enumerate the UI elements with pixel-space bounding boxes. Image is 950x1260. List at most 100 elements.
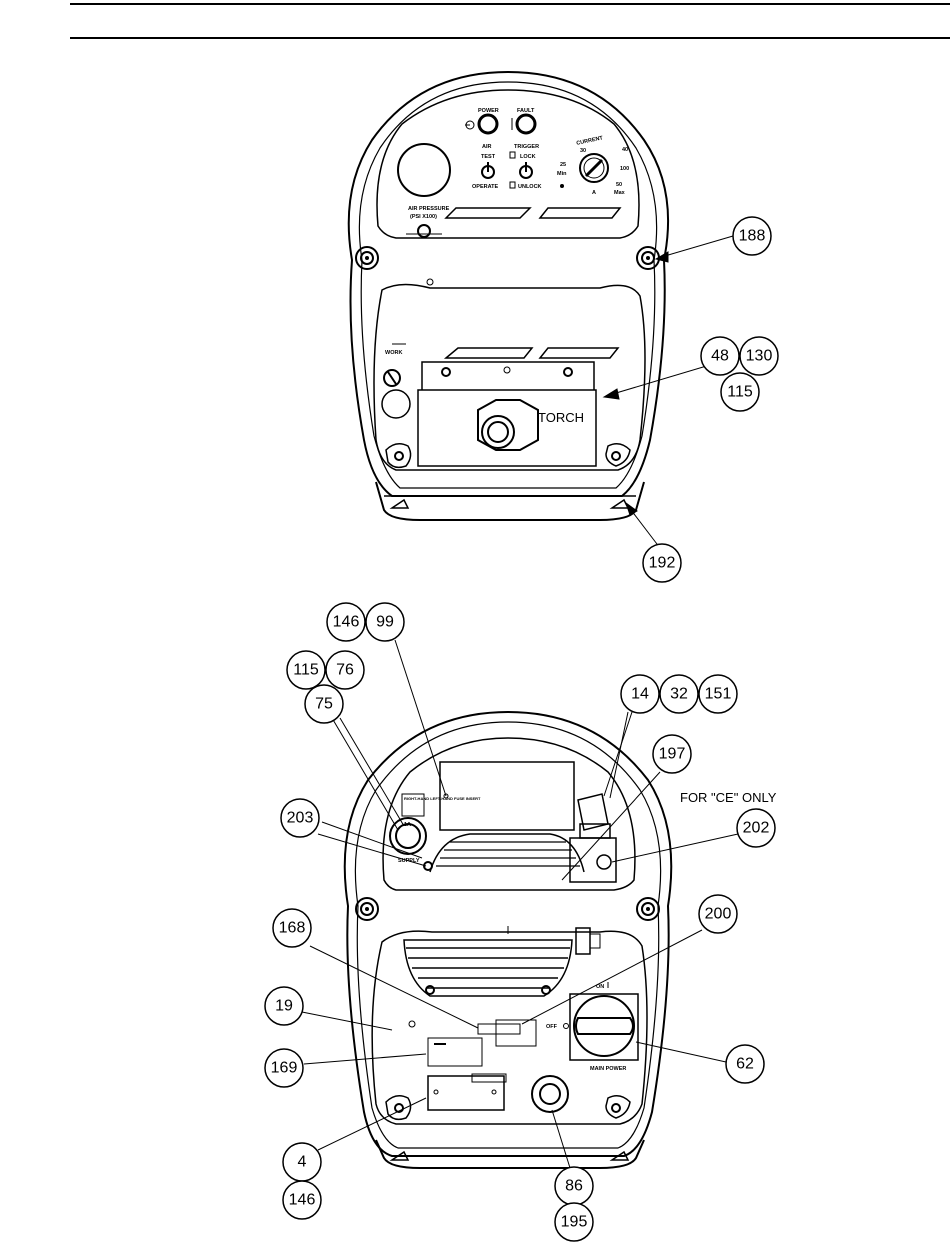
svg-text:4: 4	[298, 1154, 307, 1171]
callout-76: 76	[326, 651, 364, 689]
callout-115-rear: 115	[287, 651, 325, 689]
test-label: TEST	[481, 154, 496, 160]
callout-75: 75	[305, 685, 343, 723]
svg-text:99: 99	[376, 614, 394, 631]
dial-50-label: 50	[616, 182, 622, 188]
dial-40-label: 40	[622, 147, 628, 153]
callout-197: 197	[653, 735, 691, 773]
front-small-screw	[427, 279, 433, 285]
rear-label-169	[428, 1038, 482, 1066]
callout-203: 203	[281, 799, 319, 837]
rear-fan-slats	[406, 948, 570, 988]
svg-text:75: 75	[315, 696, 333, 713]
fan-grille-screw-right	[542, 986, 550, 994]
svg-text:86: 86	[565, 1178, 583, 1195]
dial-100-label: 100	[620, 166, 629, 172]
work-label: WORK	[385, 350, 402, 356]
front-right-foot	[612, 500, 628, 508]
ce-connector-base	[580, 824, 610, 838]
svg-text:130: 130	[746, 348, 773, 365]
callout-115-front: 115	[721, 373, 759, 411]
air-pressure-knob[interactable]	[418, 225, 430, 237]
front-lower-right-bolt	[606, 444, 630, 466]
rear-fuse-plate-rivet-left	[434, 1090, 438, 1094]
rear-view: RIGHT-HAND LEFT-HAND FUSE INSERT 1A SUPP…	[345, 712, 777, 1168]
psi-label: (PSI X100)	[410, 214, 437, 220]
dial-30-label: 30	[580, 148, 586, 154]
svg-text:62: 62	[736, 1056, 754, 1073]
rear-base	[376, 1140, 644, 1168]
svg-text:151: 151	[705, 686, 732, 703]
callout-19: 19	[265, 987, 303, 1025]
work-connector-slot	[388, 372, 396, 384]
rear-fan-slats-upper	[436, 842, 580, 866]
svg-text:32: 32	[670, 686, 688, 703]
fault-label: FAULT	[517, 108, 535, 114]
current-label: CURRENT	[576, 135, 604, 147]
front-right-mount-bolt	[637, 247, 659, 269]
svg-text:48: 48	[711, 348, 729, 365]
power-cord-strain-relief-inner	[540, 1084, 560, 1104]
fan-grille-screw-left	[426, 986, 434, 994]
unlock-label: UNLOCK	[518, 184, 542, 190]
svg-text:76: 76	[336, 662, 354, 679]
svg-text:115: 115	[293, 662, 319, 679]
callout-86: 86	[555, 1167, 593, 1205]
svg-text:192: 192	[649, 555, 676, 572]
front-lower-left-bolt	[386, 444, 411, 468]
power-label: POWER	[478, 108, 499, 114]
work-receptacle	[382, 390, 410, 418]
torch-bracket	[422, 362, 594, 392]
callout-200: 200	[699, 895, 737, 933]
off-mark	[564, 1024, 569, 1029]
ce-filter-housing	[570, 838, 616, 882]
callout-14: 14	[621, 675, 659, 713]
svg-text:146: 146	[289, 1192, 316, 1209]
svg-text:115: 115	[727, 384, 753, 401]
rear-label-168	[478, 1024, 520, 1034]
callout-202: 202	[737, 809, 775, 847]
air-pressure-gauge	[398, 144, 450, 196]
rear-right-mount-bolt	[637, 898, 659, 920]
callout-4: 4	[283, 1143, 321, 1181]
front-upper-vent-right	[540, 208, 620, 218]
svg-text:200: 200	[705, 906, 732, 923]
callout-192: 192	[643, 544, 681, 582]
unlock-icon	[510, 182, 515, 188]
callout-32: 32	[660, 675, 698, 713]
svg-text:19: 19	[275, 998, 293, 1015]
callout-48: 48	[701, 337, 739, 375]
callout-151: 151	[699, 675, 737, 713]
svg-text:203: 203	[287, 810, 314, 827]
torch-vent-right	[540, 348, 618, 358]
front-left-mount-bolt	[356, 247, 378, 269]
rear-upper-panel	[383, 738, 635, 890]
ce-note: FOR "CE" ONLY	[680, 790, 777, 805]
svg-text:168: 168	[279, 920, 306, 937]
rear-ground-screw	[409, 1021, 415, 1027]
ce-filter-hole	[597, 855, 611, 869]
operate-label: OPERATE	[472, 184, 499, 190]
svg-text:14: 14	[631, 686, 649, 703]
main-power-label: MAIN POWER	[590, 1066, 626, 1072]
fuse-rating-label: 1A	[404, 822, 411, 828]
svg-text:195: 195	[561, 1214, 588, 1231]
callout-169: 169	[265, 1049, 303, 1087]
fault-lamp	[517, 115, 535, 133]
relief-label: RIGHT-HAND LEFT-HAND FUSE INSERT	[404, 796, 481, 801]
main-power-switch-handle	[576, 1018, 633, 1034]
torch-vent-left	[446, 348, 532, 358]
trigger-label: TRIGGER	[514, 144, 539, 150]
rear-fuse-plate-rivet-right	[492, 1090, 496, 1094]
callout-195: 195	[555, 1203, 593, 1241]
callout-62: 62	[726, 1045, 764, 1083]
dial-amp-label: A	[592, 190, 596, 196]
front-view: POWER FAULT AIR TEST OPERATE TRIGGER LOC…	[349, 72, 668, 520]
callout-188: 188	[733, 217, 771, 255]
svg-text:202: 202	[743, 820, 770, 837]
lock-label: LOCK	[520, 154, 536, 160]
dial-25-label: 25	[560, 162, 566, 168]
air-pressure-label: AIR PRESSURE	[408, 206, 450, 212]
callout-130: 130	[740, 337, 778, 375]
